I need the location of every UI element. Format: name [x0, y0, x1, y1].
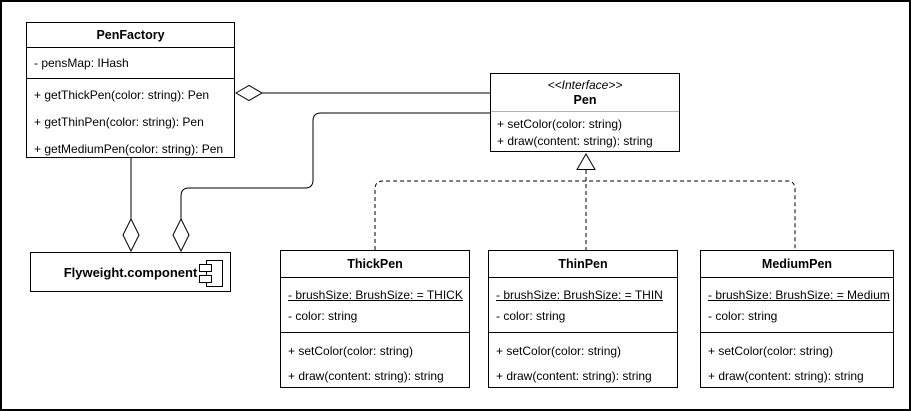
method-draw: + draw(content: string): string: [496, 368, 652, 383]
method-setcolor: + setColor(color: string): [708, 343, 834, 358]
attribute-brushsize-thick: - brushSize: BrushSize: = THICK: [288, 287, 463, 302]
penfactory-attributes: - pensMap: IHash: [27, 47, 234, 78]
thinpen-methods: + setColor(color: string) + draw(content…: [489, 332, 677, 388]
aggregation-diamond-penfactory: [234, 84, 264, 102]
method-setcolor: + setColor(color: string): [497, 116, 623, 131]
class-title-penfactory: PenFactory: [96, 28, 165, 42]
attribute-brushsize-medium: - brushSize: BrushSize: = Medium: [708, 287, 890, 302]
method-getmediumpen: + getMediumPen(color: string): Pen: [34, 141, 224, 156]
attribute-color: - color: string: [288, 308, 358, 323]
realization-triangle-pen: [576, 153, 596, 170]
method-getthinpen: + getThinPen(color: string): Pen: [34, 114, 204, 129]
attribute-color: - color: string: [496, 308, 566, 323]
thickpen-attributes: - brushSize: BrushSize: = THICK - color:…: [281, 277, 469, 332]
attribute-pensmap: - pensMap: IHash: [34, 56, 129, 70]
pen-interface-header: <<Interface>> Pen: [491, 74, 679, 111]
class-title-thinpen: ThinPen: [558, 257, 608, 271]
attribute-color: - color: string: [708, 308, 778, 323]
class-box-penfactory[interactable]: PenFactory - pensMap: IHash + getThickPe…: [26, 22, 235, 158]
method-draw: + draw(content: string): string: [708, 368, 864, 383]
realization-edge-thickpen-mediumpen-pen[interactable]: [374, 180, 796, 250]
method-setcolor: + setColor(color: string): [496, 343, 622, 358]
pen-methods: + setColor(color: string) + draw(content…: [491, 111, 679, 151]
aggregation-edge-pen-flyweight[interactable]: [180, 112, 490, 220]
thinpen-attributes: - brushSize: BrushSize: = THIN - color: …: [489, 277, 677, 332]
method-draw: + draw(content: string): string: [288, 368, 444, 383]
penfactory-methods: + getThickPen(color: string): Pen + getT…: [27, 78, 234, 157]
mediumpen-attributes: - brushSize: BrushSize: = Medium - color…: [701, 277, 893, 332]
aggregation-diamond-flyweight-right: [172, 217, 190, 253]
attribute-brushsize-thin: - brushSize: BrushSize: = THIN: [496, 287, 663, 302]
mediumpen-methods: + setColor(color: string) + draw(content…: [701, 332, 893, 388]
interface-title-pen: Pen: [573, 93, 597, 107]
method-getthickpen: + getThickPen(color: string): Pen: [34, 87, 210, 102]
class-box-mediumpen[interactable]: MediumPen - brushSize: BrushSize: = Medi…: [700, 250, 894, 388]
class-title-thickpen: ThickPen: [347, 257, 403, 271]
aggregation-diamond-flyweight-left: [122, 217, 140, 253]
pen-stereotype: <<Interface>>: [547, 78, 623, 92]
interface-box-pen[interactable]: <<Interface>> Pen + setColor(color: stri…: [490, 73, 680, 152]
class-box-thickpen[interactable]: ThickPen - brushSize: BrushSize: = THICK…: [280, 250, 470, 388]
method-draw: + draw(content: string): string: [497, 133, 653, 148]
class-title-mediumpen: MediumPen: [761, 257, 833, 271]
class-box-thinpen[interactable]: ThinPen - brushSize: BrushSize: = THIN -…: [488, 250, 678, 388]
method-setcolor: + setColor(color: string): [288, 343, 414, 358]
thickpen-methods: + setColor(color: string) + draw(content…: [281, 332, 469, 388]
component-title-flyweight: Flyweight.component: [63, 264, 198, 280]
component-box-flyweight[interactable]: Flyweight.component: [30, 252, 231, 292]
uml-component-icon: [199, 260, 223, 287]
